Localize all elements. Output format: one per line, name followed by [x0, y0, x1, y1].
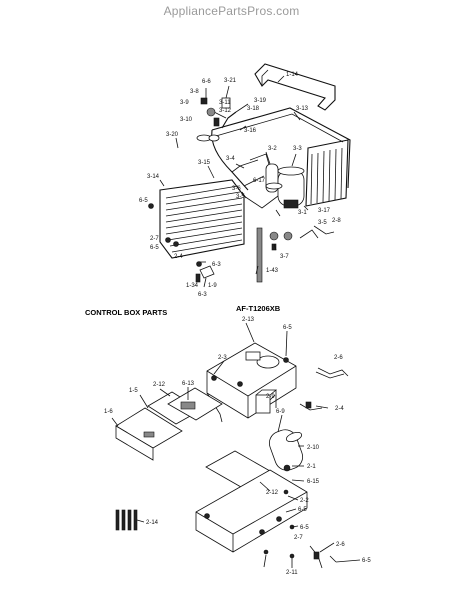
part-label: 3-12: [219, 108, 232, 114]
capacitor: [268, 429, 304, 472]
part-label: 2-12: [153, 382, 166, 388]
mounting-hardware: [148, 203, 335, 267]
cover-panels: [147, 387, 223, 425]
base-tray: [195, 469, 308, 553]
part-label: 2-7: [294, 535, 303, 541]
part-label: 6-5: [298, 507, 307, 513]
wire-connectors: [263, 367, 349, 569]
part-label: 3-19: [254, 98, 267, 104]
small-bracket: [195, 265, 215, 283]
part-label: 2-7: [150, 236, 159, 242]
part-label: 1-6: [104, 409, 113, 415]
part-label: 3-16: [244, 128, 257, 134]
part-label: 1-34: [186, 283, 199, 289]
part-label: 3-3: [293, 146, 302, 152]
control-box-tray: [206, 342, 297, 423]
part-label: 6-17: [253, 178, 266, 184]
compressor: [265, 163, 305, 209]
part-label: 2-4: [174, 254, 183, 260]
part-label: 3-4: [226, 156, 235, 162]
part-label: 3-18: [247, 106, 260, 112]
part-label: 2-13: [242, 317, 255, 323]
part-label: 3-20: [166, 132, 179, 138]
part-label: 2-6: [336, 542, 345, 548]
part-label: 2-11: [286, 570, 298, 576]
valve-fittings: [196, 97, 231, 142]
cable-ties: [115, 509, 138, 531]
part-label: 3-5: [318, 220, 327, 226]
lower-part-labels: 2-13 6-5 2-6 2-3 1-5 2-12 6-13 2-4 2-9 1…: [104, 317, 371, 576]
part-label: 3-13: [296, 106, 309, 112]
part-label: 2-4: [335, 406, 344, 412]
part-label: 2-12: [266, 490, 279, 496]
part-label: 3-11: [219, 100, 231, 106]
exploded-parts-diagram: 1-14 6-6 3-21 3-8 3-9 3-11 3-12 3-19 3-1…: [85, 63, 371, 576]
part-label: 6-6: [202, 79, 211, 85]
model-number: AF-T1206XB: [236, 304, 281, 313]
part-label: 6-3: [198, 292, 207, 298]
part-label: 2-6: [334, 355, 343, 361]
part-label: 3-9: [180, 100, 189, 106]
part-label: 2-14: [146, 520, 159, 526]
control-box-assembly: [111, 322, 361, 569]
part-label: 1-5: [129, 388, 138, 394]
part-label: 2-9: [266, 394, 275, 400]
part-label: 6-5: [139, 198, 148, 204]
front-panel: [115, 407, 183, 461]
base-strip: [256, 227, 263, 283]
part-label: 6-5: [362, 558, 371, 564]
relay-box: [255, 389, 278, 414]
part-label: 2-3: [218, 355, 227, 361]
upper-leader-lines: [159, 75, 309, 288]
part-label: 2-1: [307, 464, 316, 470]
control-box-title: CONTROL BOX PARTS: [85, 308, 167, 317]
part-label: 3-10: [180, 117, 193, 123]
part-label: 3-1: [298, 210, 307, 216]
part-label: 3-7: [280, 254, 289, 260]
part-label: 3-5: [236, 194, 245, 200]
part-label: 3-15: [198, 160, 211, 166]
part-label: 3-6: [232, 186, 241, 192]
part-label: 1-43: [266, 268, 279, 274]
part-label: 2-10: [307, 445, 320, 451]
upper-assembly: [148, 63, 351, 288]
lower-leader-lines: [111, 322, 361, 568]
part-label: 6-5: [150, 245, 159, 251]
part-label: 3-2: [268, 146, 277, 152]
part-label: 3-8: [190, 89, 199, 95]
part-label: 3-14: [147, 174, 160, 180]
handle-bracket: [254, 63, 336, 111]
part-label: 1-14: [286, 72, 299, 78]
part-label: 3-17: [318, 208, 331, 214]
part-label: 6-15: [307, 479, 320, 485]
part-label: 6-3: [212, 262, 221, 268]
part-label: 2-8: [332, 218, 341, 224]
part-label: 6-9: [276, 409, 285, 415]
part-label: 6-5: [300, 525, 309, 531]
upper-part-labels: 1-14 6-6 3-21 3-8 3-9 3-11 3-12 3-19 3-1…: [139, 72, 341, 298]
site-watermark: AppliancePartsPros.com: [163, 4, 300, 18]
part-label: 2-2: [300, 498, 309, 504]
part-label: 3-21: [224, 78, 237, 84]
part-label: 6-13: [182, 381, 195, 387]
evaporator-coil: [159, 179, 245, 259]
part-label: 6-5: [283, 325, 292, 331]
part-label: 1-9: [208, 283, 217, 289]
